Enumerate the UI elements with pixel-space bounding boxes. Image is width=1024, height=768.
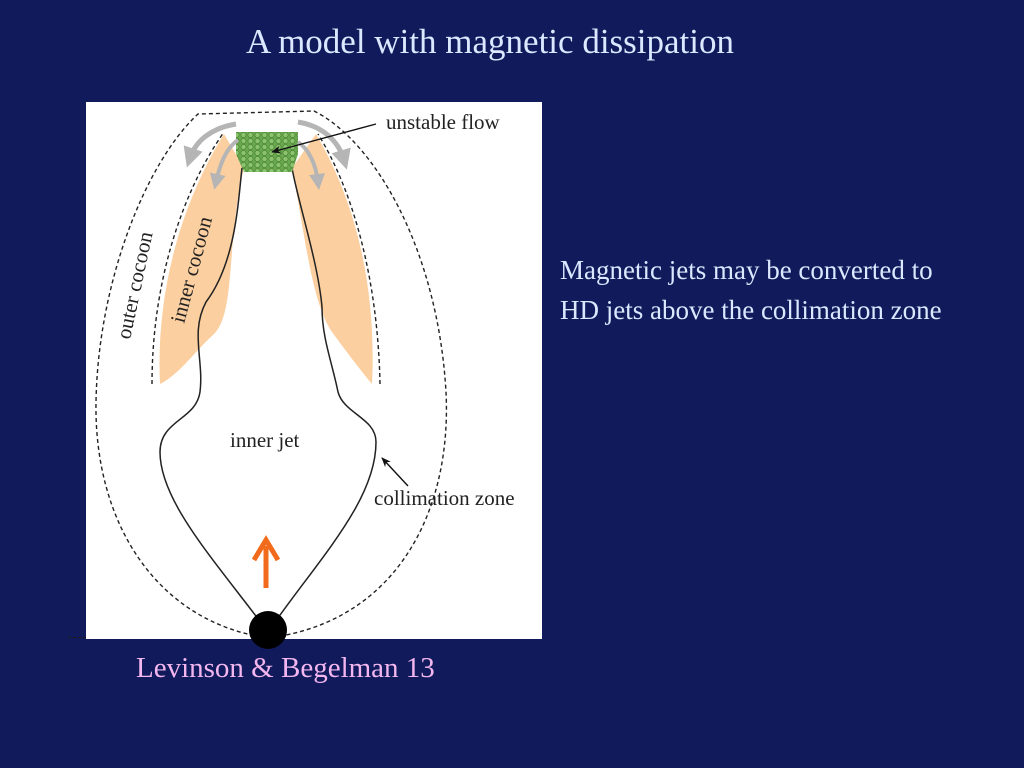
label-unstable-flow: unstable flow: [386, 110, 501, 134]
jet-direction-arrow: [251, 535, 281, 588]
unstable-flow-region: [236, 132, 298, 172]
flow-arrow-right-outer: [297, 119, 351, 170]
inner-jet-boundary-left: [159, 167, 269, 633]
flow-arrow-left-outer: [183, 121, 237, 168]
central-source: [249, 611, 287, 649]
inner-jet-boundary-right: [267, 167, 377, 633]
inner-cocoon-left-boundary: [151, 131, 225, 385]
inner-cocoon-right-boundary: [317, 133, 381, 385]
label-outer-cocoon: outer cocoon: [111, 229, 157, 341]
unstable-flow-pointer: [271, 123, 377, 154]
citation: Levinson & Begelman 13: [136, 652, 435, 684]
jet-diagram-svg: unstable flow inner jet collimation zone…: [95, 110, 515, 649]
slide-title: A model with magnetic dissipation: [245, 22, 734, 61]
label-inner-jet: inner jet: [230, 428, 300, 452]
label-collimation-zone: collimation zone: [374, 486, 515, 510]
slide-body-text: Magnetic jets may be converted to HD jet…: [560, 255, 942, 325]
inner-cocoon-right: [292, 134, 373, 384]
flow-arrow-left-inner: [209, 138, 240, 190]
jet-diagram: unstable flow inner jet collimation zone…: [86, 102, 542, 649]
inner-cocoon-left: [159, 134, 244, 384]
outer-cocoon-boundary: [95, 110, 448, 639]
collimation-zone-pointer: [381, 457, 409, 487]
